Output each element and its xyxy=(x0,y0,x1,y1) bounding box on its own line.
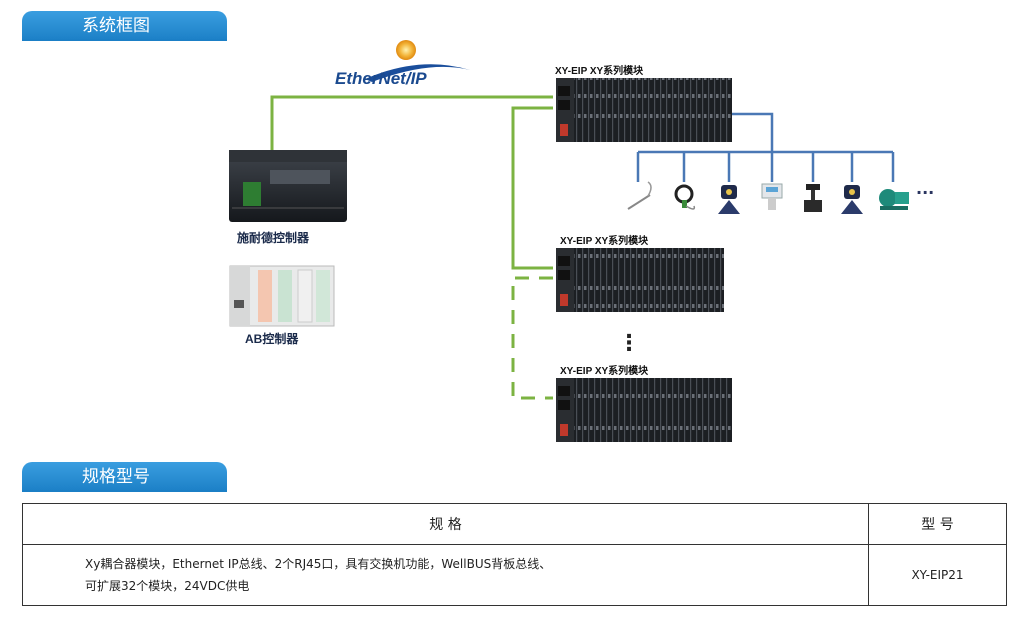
io-module-1 xyxy=(556,78,732,142)
ethernet-lines xyxy=(270,95,553,400)
field-bus-lines xyxy=(636,112,895,182)
system-diagram: EtherNet/IP XY xyxy=(229,40,934,442)
io-module-3 xyxy=(556,378,732,442)
tab-underline xyxy=(22,490,227,492)
table-row: Xy耦合器模块，Ethernet IP总线、2个RJ45口，具有交换机功能，We… xyxy=(22,544,1007,606)
pump-icon xyxy=(879,189,909,210)
ab-plc-icon xyxy=(229,265,335,327)
ethernet-ip-logo: EtherNet/IP xyxy=(335,40,470,88)
control-valve-icon xyxy=(804,184,822,212)
section-title: 规格型号 xyxy=(82,467,150,487)
io-module-2 xyxy=(556,248,724,312)
pressure-gauge-icon xyxy=(674,184,696,210)
tab-underline xyxy=(22,39,227,41)
controller-label-ab: AB控制器 xyxy=(245,331,299,346)
spec-line: 可扩展32个模块，24VDC供电 xyxy=(85,579,250,593)
section-title: 系统框图 xyxy=(82,16,150,36)
logo-sun-icon xyxy=(396,40,416,60)
model-number: XY-EIP21 xyxy=(868,544,1007,606)
spec-description: Xy耦合器模块，Ethernet IP总线、2个RJ45口，具有交换机功能，We… xyxy=(22,544,869,606)
schneider-plc-icon xyxy=(229,150,347,222)
module-label: XY-EIP XY系列模块 xyxy=(555,64,644,77)
module-label: XY-EIP XY系列模块 xyxy=(560,234,649,247)
spec-table: 规 格 型 号 Xy耦合器模块，Ethernet IP总线、2个RJ45口，具有… xyxy=(22,503,1007,606)
more-devices-ellipsis: ··· xyxy=(916,183,934,202)
logo-swoosh-icon xyxy=(365,64,470,82)
module-label: XY-EIP XY系列模块 xyxy=(560,364,649,377)
spec-line: Xy耦合器模块，Ethernet IP总线、2个RJ45口，具有交换机功能，We… xyxy=(85,557,552,571)
controller-label-schneider: 施耐德控制器 xyxy=(237,230,310,245)
valve-actuator-icon xyxy=(718,185,740,214)
table-header-row: 规 格 型 号 xyxy=(22,503,1007,545)
section-tab-system-diagram: 系统框图 xyxy=(22,11,227,41)
section-tab-spec: 规格型号 xyxy=(22,462,227,492)
header-model: 型 号 xyxy=(868,503,1007,545)
temperature-sensor-icon xyxy=(627,181,652,210)
flow-valve-icon xyxy=(841,185,863,214)
ethernet-logo-text: EtherNet/IP xyxy=(335,69,427,88)
vertical-ellipsis: ⋮ xyxy=(618,331,640,356)
header-spec: 规 格 xyxy=(22,503,869,545)
transmitter-icon xyxy=(761,183,783,210)
